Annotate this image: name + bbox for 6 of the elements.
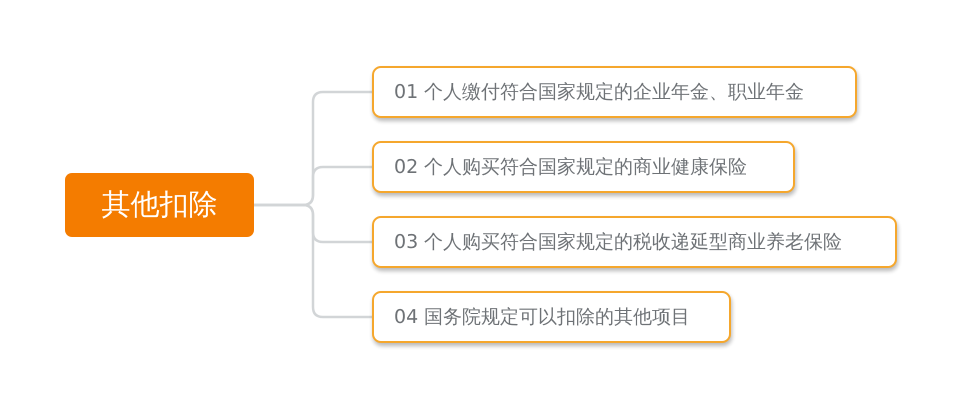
subtopic-box: 04 国务院规定可以扣除的其他项目 [372, 291, 731, 343]
subtopic-box: 02 个人购买符合国家规定的商业健康保险 [372, 141, 795, 193]
topic-box: 其他扣除 [65, 173, 254, 237]
subtopic-box: 01 个人缴付符合国家规定的企业年金、职业年金 [372, 66, 857, 118]
subtopic-box: 03 个人购买符合国家规定的税收递延型商业养老保险 [372, 216, 897, 268]
connector-line [254, 204, 372, 318]
